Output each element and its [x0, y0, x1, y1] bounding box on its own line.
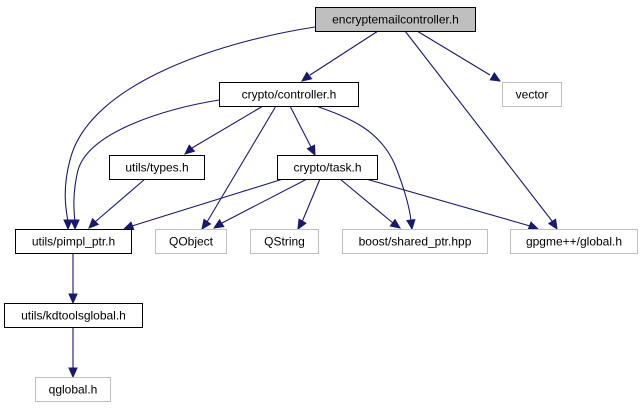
- edge-utils_types-to-utils_pimpl_ptr: [88, 178, 146, 229]
- edges-layer: [63, 26, 558, 379]
- edge-line: [309, 30, 379, 76]
- node-label: utils/kdtoolsglobal.h: [21, 309, 126, 323]
- node-qobject: QObject: [155, 229, 227, 254]
- node-box: [109, 155, 205, 180]
- arrowhead-icon: [489, 72, 502, 82]
- edge-line: [191, 105, 264, 149]
- node-label: crypto/controller.h: [242, 88, 337, 102]
- arrowhead-icon: [306, 144, 316, 157]
- edge-encryptemailcontroller-to-utils_pimpl_ptr: [63, 26, 316, 231]
- arrowhead-icon: [68, 367, 78, 379]
- edge-line: [94, 178, 146, 223]
- node-label: gpgme++/global.h: [526, 235, 622, 249]
- node-label: qglobal.h: [49, 383, 98, 397]
- edge-crypto_task-to-qstring: [297, 178, 321, 231]
- arrowhead-icon: [68, 293, 78, 305]
- node-utils-types[interactable]: utils/types.h: [109, 155, 205, 180]
- edge-crypto_controller-to-crypto_task: [289, 105, 316, 157]
- node-box: [315, 7, 476, 32]
- arrowhead-icon: [389, 218, 402, 229]
- arrowhead-icon: [63, 219, 73, 231]
- node-box: [4, 303, 143, 328]
- node-box: [155, 229, 227, 254]
- node-label: crypto/task.h: [293, 161, 361, 175]
- arrowhead-icon: [527, 221, 540, 231]
- node-label: encryptemailcontroller.h: [332, 13, 459, 27]
- edge-crypto_task-to-qobject: [212, 178, 308, 229]
- node-box: [342, 229, 488, 254]
- arrowhead-icon: [547, 218, 558, 231]
- edge-line: [221, 178, 308, 224]
- edge-line: [315, 105, 412, 222]
- node-box: [502, 82, 562, 107]
- edge-line: [365, 178, 531, 227]
- edge-line: [64, 26, 316, 223]
- node-label: utils/pimpl_ptr.h: [32, 235, 115, 249]
- node-encryptemailcontroller[interactable]: encryptemailcontroller.h: [315, 7, 476, 32]
- arrowhead-icon: [301, 71, 313, 82]
- edge-line: [301, 178, 321, 223]
- arrowhead-icon: [70, 219, 80, 231]
- node-label: QObject: [169, 235, 214, 249]
- node-box: [219, 82, 359, 107]
- edge-utils_pimpl_ptr-to-utils_kdtoolsglobal: [68, 253, 78, 305]
- edge-line: [206, 105, 277, 223]
- arrowhead-icon: [406, 218, 416, 231]
- node-label: utils/types.h: [125, 161, 188, 175]
- edge-crypto_task-to-boost_shared_ptr: [339, 178, 402, 229]
- node-label: vector: [516, 88, 549, 102]
- nodes-layer: encryptemailcontroller.h crypto/controlle…: [4, 7, 638, 402]
- edge-utils_kdtoolsglobal-to-qglobal: [68, 327, 78, 379]
- node-qstring: QString: [250, 229, 319, 254]
- edge-line: [289, 105, 312, 148]
- edge-encryptemailcontroller-to-vector: [416, 30, 502, 82]
- node-box: [510, 229, 638, 254]
- arrowhead-icon: [201, 218, 212, 231]
- node-utils-pimpl-ptr[interactable]: utils/pimpl_ptr.h: [15, 229, 132, 254]
- edge-crypto_controller-to-utils_types: [184, 105, 264, 155]
- node-label: QString: [264, 235, 305, 249]
- node-utils-kdtoolsglobal[interactable]: utils/kdtoolsglobal.h: [4, 303, 143, 328]
- arrowhead-icon: [297, 218, 307, 231]
- edge-crypto_controller-to-qobject: [201, 105, 277, 231]
- edge-encryptemailcontroller-to-gpgme_global: [404, 30, 558, 231]
- edge-line: [416, 30, 491, 76]
- node-vector: vector: [502, 82, 562, 107]
- arrowhead-icon: [212, 218, 225, 229]
- arrowhead-icon: [122, 221, 135, 231]
- arrowhead-icon: [184, 144, 196, 155]
- edge-crypto_controller-to-boost_shared_ptr: [315, 105, 416, 231]
- edge-line: [339, 178, 394, 224]
- edge-encryptemailcontroller-to-crypto_controller: [301, 30, 379, 82]
- node-gpgme-global: gpgme++/global.h: [510, 229, 638, 254]
- arrowhead-icon: [88, 217, 100, 229]
- edge-line: [131, 178, 284, 227]
- node-label: boost/shared_ptr.hpp: [359, 235, 472, 249]
- node-crypto-controller[interactable]: crypto/controller.h: [219, 82, 359, 107]
- node-box: [15, 229, 132, 254]
- node-box: [250, 229, 319, 254]
- edge-line: [404, 30, 553, 222]
- node-box: [35, 377, 111, 402]
- node-crypto-task[interactable]: crypto/task.h: [277, 155, 378, 180]
- edge-crypto_controller-to-utils_pimpl_ptr: [70, 99, 220, 231]
- node-qglobal: qglobal.h: [35, 377, 111, 402]
- node-boost-shared-ptr: boost/shared_ptr.hpp: [342, 229, 488, 254]
- edge-line: [73, 99, 220, 223]
- node-box: [277, 155, 378, 180]
